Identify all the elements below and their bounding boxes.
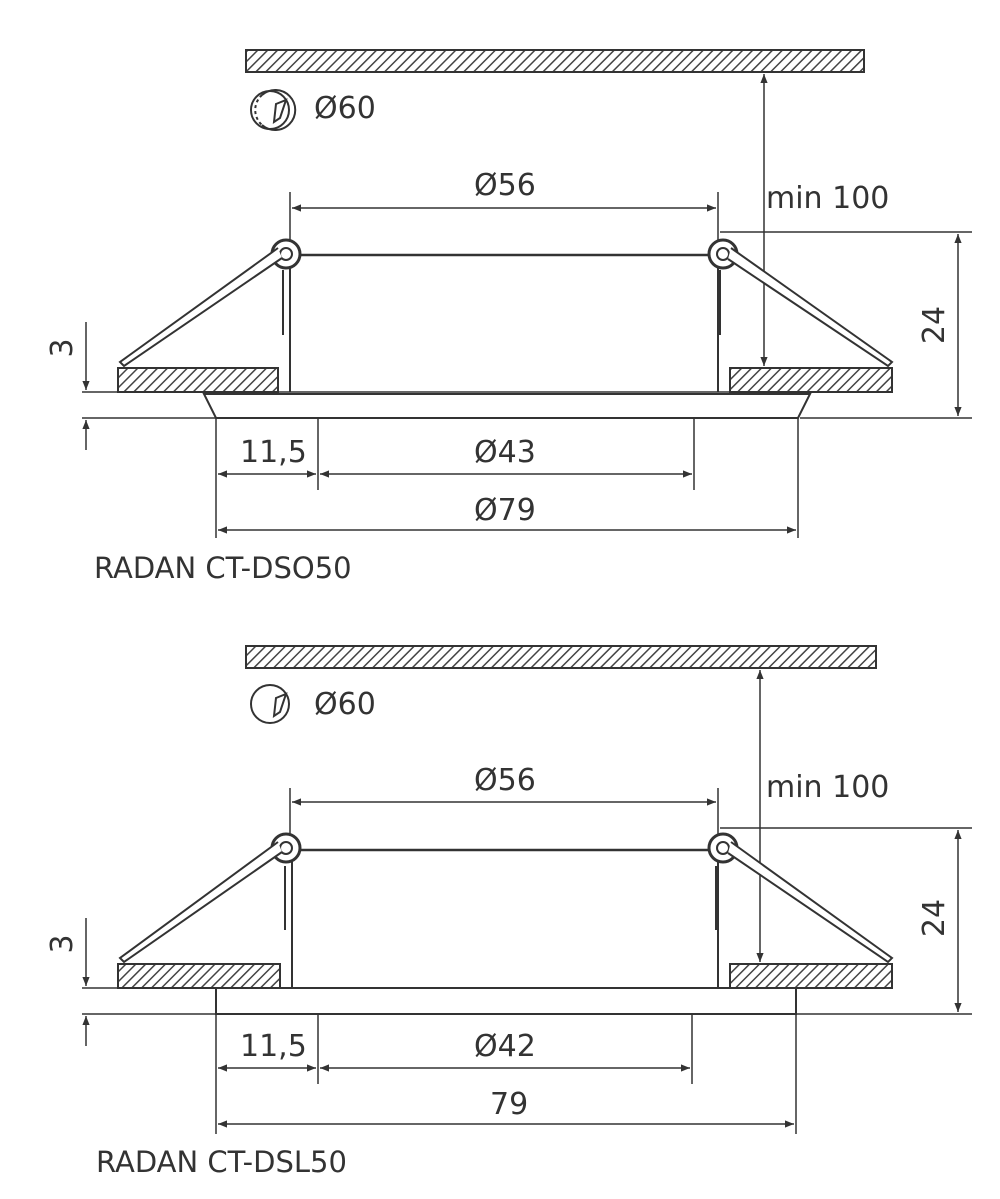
fixture-flange [202,393,812,419]
top-width-label: Ø56 [474,763,536,798]
ceiling-board-left [117,367,279,393]
fixture-flange [215,987,797,1015]
ceiling-slab [245,49,865,73]
top-width-label: Ø56 [474,168,536,203]
model-caption: RADAN CT-DSO50 [94,551,352,585]
ceiling-board-right [729,367,893,393]
cutout-label: Ø60 [314,91,376,126]
inner-label: Ø43 [474,435,536,470]
spring-arm-left [118,247,283,368]
spring-arm-left [118,841,283,964]
hole-saw-icon [250,684,290,724]
height-label: 24 [917,306,952,344]
ceiling-board-left [117,963,281,989]
ceiling-board-right [729,963,893,989]
spring-arm-right [727,841,894,964]
hole-saw-icon [250,89,297,131]
spring-arm-right [727,247,894,368]
thickness-label: 3 [45,338,80,357]
offset-label: 11,5 [240,435,307,470]
drawing-ct-dsl50: Ø60 Ø56 min 100 24 3 [45,645,972,1179]
model-caption: RADAN CT-DSL50 [96,1145,347,1179]
offset-label: 11,5 [240,1029,307,1064]
outer-label: 79 [490,1087,528,1122]
thickness-label: 3 [45,934,80,953]
ceiling-slab [245,645,877,669]
drawing-ct-dso50: Ø60 Ø56 min 100 24 [45,49,972,585]
cutout-label: Ø60 [314,687,376,722]
inner-label: Ø42 [474,1029,536,1064]
outer-label: Ø79 [474,493,536,528]
height-label: 24 [917,899,952,937]
clearance-label: min 100 [766,770,889,805]
clearance-label: min 100 [766,181,889,216]
